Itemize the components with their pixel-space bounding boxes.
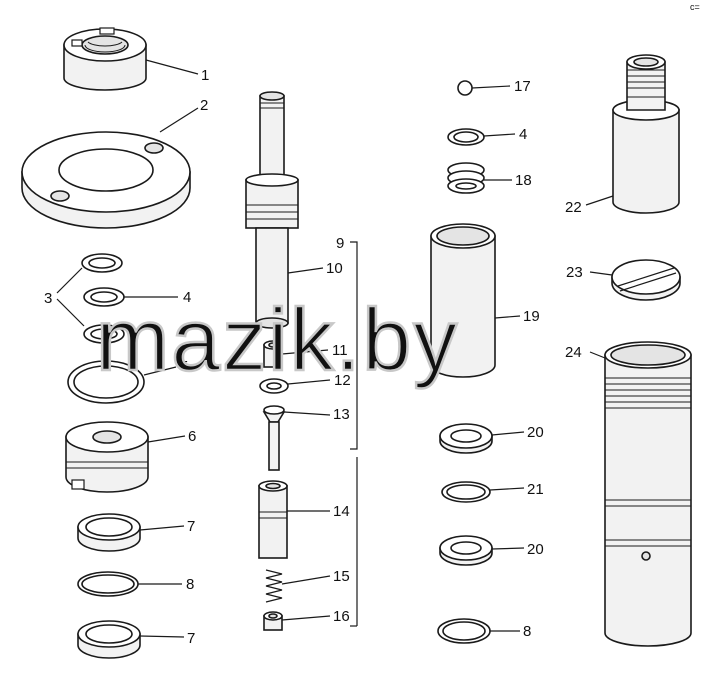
part-19-sleeve-tube — [430, 223, 521, 378]
label-9: 9 — [336, 235, 344, 252]
part-5-o-ring — [67, 360, 177, 404]
part-7-washer-lower — [77, 620, 185, 659]
part-14-guide-bushing — [258, 480, 330, 559]
label-12: 12 — [334, 372, 351, 389]
part-1-nut — [63, 27, 199, 91]
part-17-ball — [457, 80, 511, 96]
label-1: 1 — [201, 67, 209, 84]
label-20-upper: 20 — [527, 424, 544, 441]
part-11-sleeve — [263, 340, 329, 368]
part-12-washer — [259, 378, 331, 394]
watermark: mazik.by — [96, 290, 459, 389]
label-23: 23 — [566, 264, 583, 281]
label-7-lower: 7 — [187, 630, 195, 647]
part-20-gasket-upper — [439, 423, 525, 454]
label-11: 11 — [332, 342, 348, 359]
part-18-spring — [447, 162, 512, 194]
label-21: 21 — [527, 481, 544, 498]
label-20-lower: 20 — [527, 541, 544, 558]
part-8-ring-right — [437, 618, 520, 644]
part-16-nut — [263, 611, 331, 631]
part-15-spring — [265, 569, 331, 603]
part-4-ring-left — [83, 287, 178, 307]
label-19: 19 — [523, 308, 540, 325]
label-18: 18 — [515, 172, 532, 189]
part-21-ring — [441, 481, 525, 503]
label-14: 14 — [333, 503, 350, 520]
label-15: 15 — [333, 568, 350, 585]
label-7-upper: 7 — [187, 518, 195, 535]
label-5: 5 — [180, 358, 188, 375]
label-3: 3 — [44, 290, 52, 307]
part-24-housing — [589, 341, 692, 647]
label-10: 10 — [326, 260, 343, 277]
part-4-ring-right — [447, 128, 516, 146]
part-6-bushing — [65, 421, 186, 493]
label-16: 16 — [333, 608, 350, 625]
part-22-threaded-cylinder — [585, 54, 680, 214]
part-8-ring-left — [77, 571, 182, 597]
part-9-assembly-bracket — [350, 241, 358, 627]
corner-mark: c= — [690, 2, 700, 12]
part-7-washer-upper — [77, 513, 185, 552]
label-4-right: 4 — [519, 126, 527, 143]
part-2-flange-plate — [21, 107, 199, 229]
part-13-valve — [262, 405, 331, 471]
label-2: 2 — [200, 97, 208, 114]
part-10-plunger — [245, 91, 324, 329]
label-8-left: 8 — [186, 576, 194, 593]
label-24: 24 — [565, 344, 582, 361]
label-17: 17 — [514, 78, 531, 95]
label-8-right: 8 — [523, 623, 531, 640]
part-23-slotted-disc — [589, 259, 681, 301]
label-13: 13 — [333, 406, 350, 423]
label-22: 22 — [565, 199, 582, 216]
label-6: 6 — [188, 428, 196, 445]
part-20-gasket-lower — [439, 535, 525, 566]
label-4-left: 4 — [183, 289, 191, 306]
part-3-sealing-rings — [56, 253, 125, 344]
